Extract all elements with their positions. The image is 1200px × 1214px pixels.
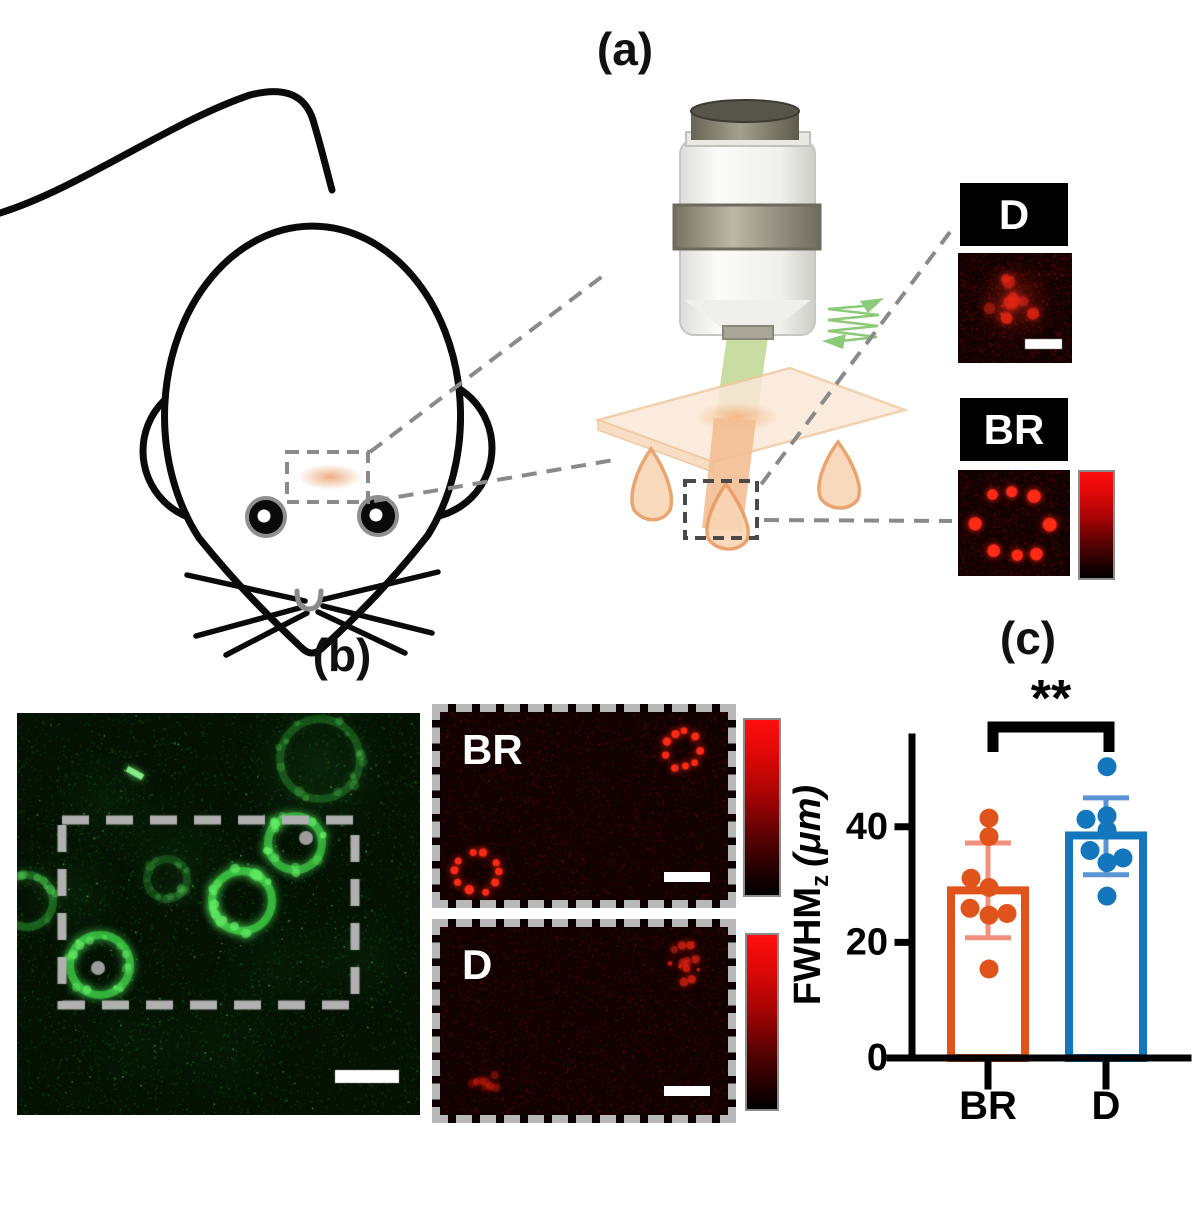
objective-tip	[722, 325, 774, 340]
raster-scan-icon	[822, 298, 884, 349]
connector-window-to-scope-bottom	[373, 458, 615, 503]
objective-band	[672, 203, 822, 251]
inset-br-image	[958, 470, 1070, 576]
inset-d-label: D	[998, 190, 1030, 238]
red-colorbar-br	[743, 718, 781, 897]
mouse-nose	[294, 588, 324, 612]
inset-d-label-box: D	[960, 183, 1068, 246]
scale-bar	[664, 1086, 710, 1096]
svg-text:0: 0	[867, 1037, 888, 1079]
mouse-eye-right	[357, 495, 399, 537]
ylabel-unit: (μm)	[787, 784, 829, 867]
connector-roi-to-d-inset	[758, 230, 952, 488]
svg-text:**: **	[1031, 670, 1072, 728]
mouse-illustration	[0, 88, 496, 658]
svg-text:D: D	[1092, 1084, 1121, 1128]
inset-br-label: BR	[983, 405, 1045, 453]
d-fluorescence-image	[440, 927, 728, 1115]
neuron-cones	[630, 439, 861, 551]
objective-taper	[684, 300, 811, 330]
connector-roi-to-br-inset	[763, 518, 953, 523]
cranial-window-box	[285, 450, 370, 504]
panel-b-label: (b)	[312, 629, 372, 681]
mouse-whiskers	[184, 569, 441, 658]
chart-y-axis-label: FWHMz (μm)	[787, 745, 834, 1045]
green-fluorescence-image	[17, 713, 420, 1115]
mouse-tail	[0, 88, 336, 217]
svg-text:20: 20	[846, 921, 888, 963]
mouse-cheek-left	[195, 534, 307, 653]
red-colorbar-d	[745, 933, 779, 1111]
svg-text:BR: BR	[959, 1084, 1017, 1128]
inset-br-label-box: BR	[960, 398, 1068, 461]
scale-bar	[664, 872, 710, 882]
target-roi-box	[683, 479, 759, 540]
dashed-connector-lines	[368, 230, 953, 523]
svg-text:40: 40	[846, 806, 888, 848]
mouse-head	[161, 222, 465, 542]
red-colorbar-inset	[1078, 470, 1115, 580]
objective-illustration	[593, 99, 910, 551]
inset-d-image	[958, 253, 1072, 363]
br-panel-label: BR	[462, 726, 523, 773]
craniotomy-smudge	[298, 464, 362, 490]
mouse-eye-left	[245, 496, 287, 538]
mouse-cheek-right	[317, 531, 432, 653]
svg-text:(c): (c)	[1000, 612, 1056, 664]
br-fluorescence-image	[440, 712, 728, 900]
ylabel-main: FWHM	[787, 886, 829, 1006]
panel-a-label: (a)	[596, 23, 654, 75]
d-panel-label: D	[462, 941, 493, 988]
objective-cap-top	[690, 99, 800, 123]
ylabel-sub: z	[807, 874, 834, 887]
mouse-chin	[299, 645, 325, 657]
